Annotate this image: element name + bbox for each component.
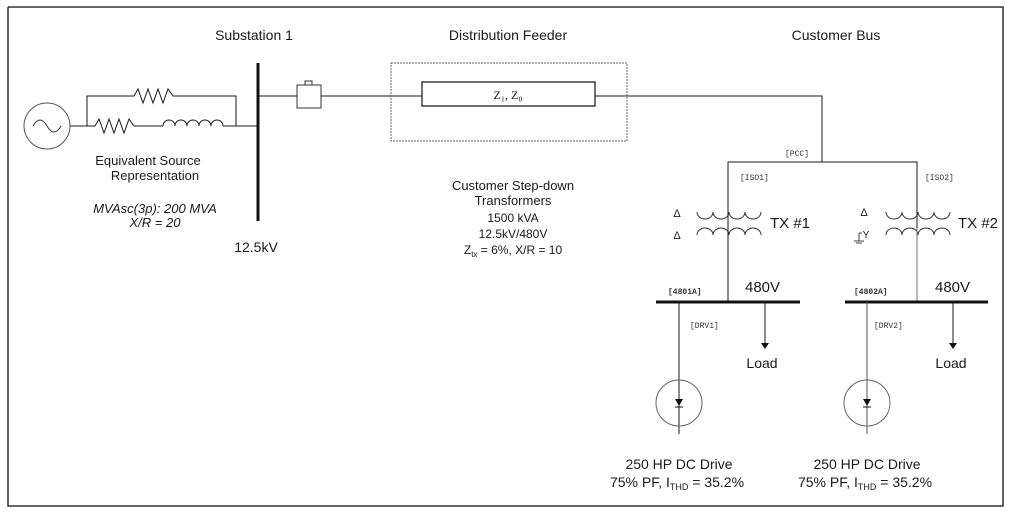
source-title-line1: Equivalent Source	[95, 153, 201, 168]
series-resistor	[87, 117, 163, 135]
feeder-heading: Distribution Feeder	[449, 27, 568, 43]
load-label-1: Load	[746, 355, 777, 371]
bus-4801a-label: [4801A]	[668, 288, 702, 297]
drive2-label-line1: 250 HP DC Drive	[813, 456, 920, 472]
feeder-boundary	[390, 62, 628, 142]
transformer-tx1	[696, 211, 762, 236]
drive2-label-line2: 75% PF, ITHD = 35.2%	[798, 474, 932, 492]
tx-info-line1: Customer Step-down	[452, 178, 574, 193]
source-spec-line2: X/R = 20	[129, 215, 182, 230]
parallel-resistor	[86, 87, 237, 126]
pcc-node-label: [PCC]	[785, 150, 809, 159]
dc-drive-1-symbol	[655, 379, 703, 427]
tx1-label: TX #1	[770, 215, 810, 232]
pcc-split	[727, 161, 918, 233]
drive1-label-line1: 250 HP DC Drive	[625, 456, 732, 472]
dc-drive-2-symbol	[843, 379, 891, 427]
bus-4802a-label: [4802A]	[854, 288, 888, 297]
source-title-line2: Representation	[111, 168, 199, 183]
feeder-impedance-box	[421, 81, 596, 107]
tx-info-line2: Transformers	[475, 193, 552, 208]
feeder-line-out	[595, 95, 823, 162]
source-impedance-network	[86, 87, 258, 135]
drive1-label-line2: 75% PF, ITHD = 35.2%	[610, 474, 744, 492]
substation-heading: Substation 1	[215, 27, 293, 43]
drv2-node-label: [DRV2]	[874, 322, 903, 331]
load-label-2: Load	[935, 355, 966, 371]
bus-4801a-voltage: 480V	[745, 279, 780, 296]
iso1-node-label: [ISO1]	[740, 174, 769, 183]
load-arrow-1	[761, 302, 769, 349]
substation-bus-voltage: 12.5kV	[234, 239, 278, 255]
load-arrow-2	[949, 302, 957, 349]
feeder-impedance-label: Z₁, Z₀	[493, 88, 522, 102]
tx2-secondary-winding: Y	[863, 230, 870, 241]
ac-source-symbol	[23, 102, 71, 150]
tx-info-line4: 12.5kV/480V	[479, 227, 548, 241]
ground-icon	[854, 232, 864, 244]
iso2-node-label: [ISO2]	[925, 174, 954, 183]
tx-info-line5: Ztx = 6%, X/R = 10	[464, 243, 563, 259]
transformer-tx2	[885, 211, 951, 236]
diagram-frame	[7, 6, 1004, 507]
circuit-breaker-symbol	[296, 80, 322, 109]
tx1-secondary-winding: Δ	[673, 230, 681, 242]
tx2-label: TX #2	[958, 215, 998, 232]
bus-4802a-voltage: 480V	[935, 279, 970, 296]
tx-info-line3: 1500 kVA	[487, 211, 538, 225]
customer-bus-heading: Customer Bus	[792, 27, 881, 43]
tx2-primary-winding: Δ	[860, 207, 868, 219]
series-inductor	[162, 119, 224, 127]
tx1-primary-winding: Δ	[673, 208, 681, 220]
source-spec-line1: MVAsc(3p): 200 MVA	[93, 201, 217, 216]
drv1-node-label: [DRV1]	[690, 322, 719, 331]
